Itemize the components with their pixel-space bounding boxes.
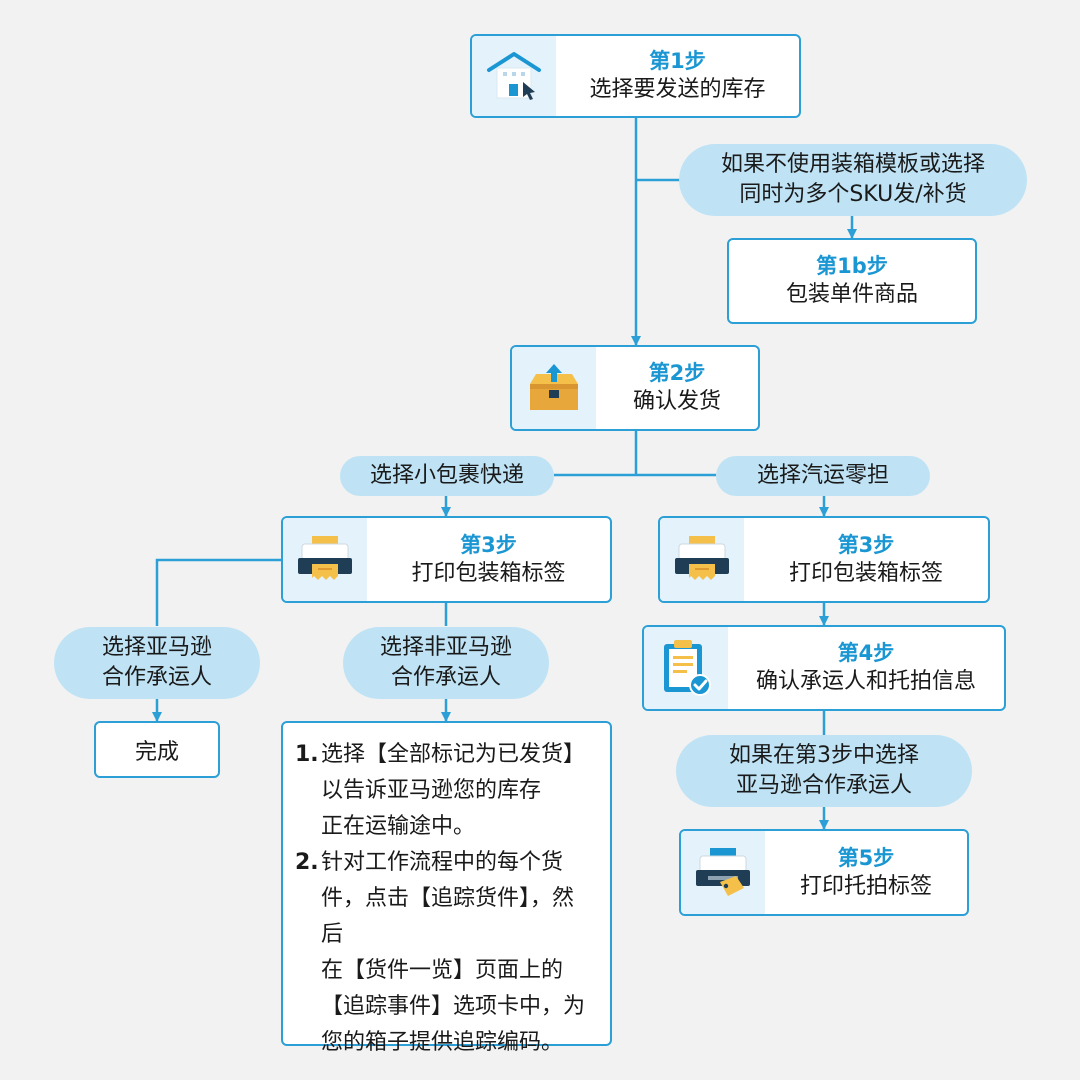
instruction-text-2: 针对工作流程中的每个货 件，点击【追踪货件】，然后 在【货件一览】页面上的 【追… [321,845,594,1061]
pill-non-amazon-carrier: 选择非亚马逊 合作承运人 [343,627,549,699]
step5-text: 第5步 打印托拍标签 [765,831,967,914]
pill-non-amazon-carrier-line2: 合作承运人 [390,665,501,690]
step3-left-desc: 打印包装箱标签 [411,560,566,586]
instructions-box: 1. 选择【全部标记为已发货】 以告诉亚马逊您的库存 正在运输途中。 2. 针对… [281,721,612,1055]
step3-right-icon-cell [660,518,744,601]
step3-left-text: 第3步 打印包装箱标签 [367,518,610,601]
instruction-item-1: 1. 选择【全部标记为已发货】 以告诉亚马逊您的库存 正在运输途中。 [295,737,594,845]
clipboard-check-icon [664,640,711,696]
instruction-1-line-2: 以告诉亚马逊您的库存 [321,778,542,803]
step1-text: 第1步 选择要发送的库存 [556,36,799,116]
printer-icon [675,535,729,580]
instruction-1-line-3: 正在运输途中。 [321,814,476,839]
step1-desc: 选择要发送的库存 [589,77,766,102]
step5-desc: 打印托拍标签 [799,873,932,899]
step4-title: 第4步 [837,641,895,665]
box-upload-icon [530,364,578,410]
step4-text: 第4步 确认承运人和托拍信息 [728,627,1004,709]
instruction-item-2: 2. 针对工作流程中的每个货 件，点击【追踪货件】，然后 在【货件一览】页面上的… [295,845,594,1061]
pill-if-step3: 如果在第3步中选择 亚马逊合作承运人 [676,735,972,807]
step1b-title: 第1b步 [816,254,888,278]
step3-right-title: 第3步 [837,532,895,557]
step1b-text: 第1b步 包装单件商品 [729,240,975,322]
connector-step3-amazon [155,558,282,626]
step3-right-desc: 打印包装箱标签 [788,560,943,586]
done-label: 完成 [134,739,179,765]
step1-title: 第1步 [649,49,706,73]
step5-box: 第5步 打印托拍标签 [679,829,969,916]
pill-non-amazon-carrier-line1: 选择非亚马逊 [379,635,512,660]
warehouse-cursor-icon [487,52,541,100]
instruction-2-line-2: 件，点击【追踪货件】，然后 [321,886,575,947]
step3-left-box: 第3步 打印包装箱标签 [281,516,612,603]
pill-if-step3-line2: 亚马逊合作承运人 [735,773,912,798]
step2-desc: 确认发货 [632,389,721,414]
step3-left-icon-cell [283,518,367,601]
step1-icon-cell [472,36,556,116]
pill-small-parcel-label: 选择小包裹快递 [369,463,524,488]
step5-title: 第5步 [837,845,895,870]
pill-no-template-line2: 同时为多个SKU发/补货 [739,182,967,207]
instruction-num-2: 2. [295,850,319,875]
pill-ltl-label: 选择汽运零担 [756,463,889,488]
pill-amazon-carrier: 选择亚马逊 合作承运人 [54,627,260,699]
step2-title: 第2步 [648,361,706,385]
step1-box: 第1步 选择要发送的库存 [470,34,801,118]
step2-icon-cell [512,347,596,429]
step1b-desc: 包装单件商品 [785,282,918,307]
step4-desc: 确认承运人和托拍信息 [755,669,976,694]
pill-no-template: 如果不使用装箱模板或选择 同时为多个SKU发/补货 [679,144,1027,216]
printer-tag-icon [696,847,750,896]
step2-box: 第2步 确认发货 [510,345,760,431]
step4-box: 第4步 确认承运人和托拍信息 [642,625,1006,711]
pill-amazon-carrier-line2: 合作承运人 [101,665,212,690]
pill-ltl: 选择汽运零担 [716,456,930,496]
instruction-2-line-3: 在【货件一览】页面上的 [321,958,564,983]
instruction-2-line-5: 您的箱子提供追踪编码。 [321,1030,564,1055]
done-box: 完成 [94,721,220,778]
instruction-2-line-4: 【追踪事件】选项卡中，为 [321,994,586,1019]
instruction-1-line-1: 选择【全部标记为已发货】 [321,742,586,767]
printer-icon [298,535,352,580]
step4-icon-cell [644,627,728,709]
instruction-2-line-1: 针对工作流程中的每个货 [321,850,564,875]
step3-left-title: 第3步 [460,532,517,557]
pill-small-parcel: 选择小包裹快递 [340,456,554,496]
instruction-num-1: 1. [295,742,319,767]
pill-no-template-line1: 如果不使用装箱模板或选择 [720,152,985,177]
instruction-text-1: 选择【全部标记为已发货】 以告诉亚马逊您的库存 正在运输途中。 [321,737,594,845]
step2-text: 第2步 确认发货 [596,347,758,429]
pill-if-step3-line1: 如果在第3步中选择 [729,743,919,768]
pill-amazon-carrier-line1: 选择亚马逊 [101,635,212,660]
step3-right-text: 第3步 打印包装箱标签 [744,518,988,601]
step1b-box: 第1b步 包装单件商品 [727,238,977,324]
step5-icon-cell [681,831,765,914]
step3-right-box: 第3步 打印包装箱标签 [658,516,990,603]
